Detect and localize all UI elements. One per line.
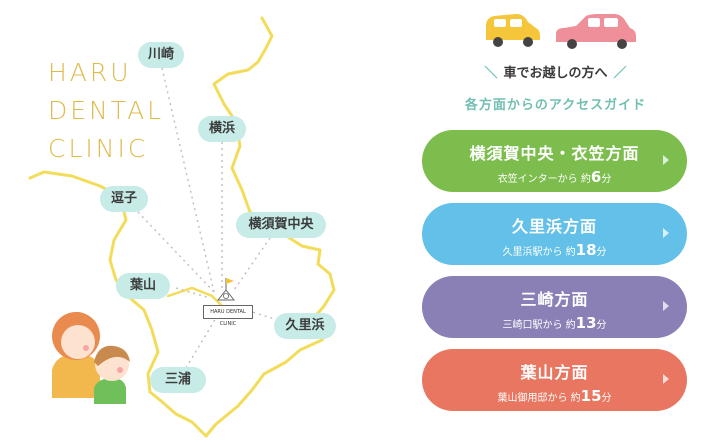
place-label-zushi: 逗子	[100, 186, 148, 212]
place-label-hayama: 葉山	[116, 273, 170, 299]
route-minutes: 15	[580, 387, 602, 405]
route-minutes: 13	[575, 314, 597, 332]
clock-icon	[222, 292, 229, 299]
route-minutes: 18	[575, 241, 597, 259]
route-detail: 久里浜駅から 約18分	[502, 241, 607, 259]
flag-icon	[226, 278, 234, 284]
route-title: 久里浜方面	[511, 217, 597, 236]
clinic-building-label: HARU DENTAL CLINIC	[203, 305, 253, 327]
route-minutes: 6	[590, 168, 602, 186]
access-guide-panel: ＼車でお越しの方へ／ 各方面からのアクセスガイド 横須賀中央・衣笠方面 衣笠イン…	[400, 0, 711, 442]
cars-illustration	[486, 14, 636, 49]
route-button-hayama[interactable]: 葉山方面 葉山御用邸から 約15分	[422, 349, 687, 411]
route-detail: 三崎口駅から 約13分	[502, 314, 607, 332]
chevron-right-icon	[663, 374, 669, 384]
clinic-logo-text: HARU DENTAL CLINIC	[48, 58, 165, 163]
place-label-kawasaki: 川崎	[138, 42, 184, 68]
chevron-right-icon	[663, 301, 669, 311]
route-title: 横須賀中央・衣笠方面	[469, 144, 640, 163]
access-subheading: 各方面からのアクセスガイド	[464, 98, 647, 113]
chevron-right-icon	[663, 155, 669, 165]
place-label-miura: 三浦	[150, 367, 206, 393]
route-button-yokosuka-chuo[interactable]: 横須賀中央・衣笠方面 衣笠インターから 約6分	[422, 130, 687, 192]
pink-car-icon	[556, 14, 636, 49]
place-label-yokohama: 横浜	[198, 116, 246, 142]
access-map: HARU DENTAL CLINIC 川崎 横浜 逗子 横須賀中央 葉山 久里浜…	[28, 16, 336, 438]
route-button-kurihama[interactable]: 久里浜方面 久里浜駅から 約18分	[422, 203, 687, 265]
yellow-car-icon	[486, 14, 540, 47]
access-heading-text: 車でお越しの方へ	[503, 66, 608, 81]
coastline-map	[28, 16, 336, 438]
clinic-building-icon	[216, 278, 236, 301]
route-detail: 葉山御用邸から 約15分	[497, 387, 612, 405]
family-illustration	[52, 312, 130, 404]
route-button-misaki[interactable]: 三崎方面 三崎口駅から 約13分	[422, 276, 687, 338]
place-label-yokosuka-chuo: 横須賀中央	[236, 212, 326, 238]
place-label-kurihama: 久里浜	[274, 313, 336, 339]
chevron-right-icon	[663, 228, 669, 238]
access-heading: ＼車でお越しの方へ／	[484, 66, 627, 81]
route-detail: 衣笠インターから 約6分	[497, 168, 612, 186]
route-title: 三崎方面	[520, 290, 589, 309]
route-title: 葉山方面	[520, 363, 589, 382]
